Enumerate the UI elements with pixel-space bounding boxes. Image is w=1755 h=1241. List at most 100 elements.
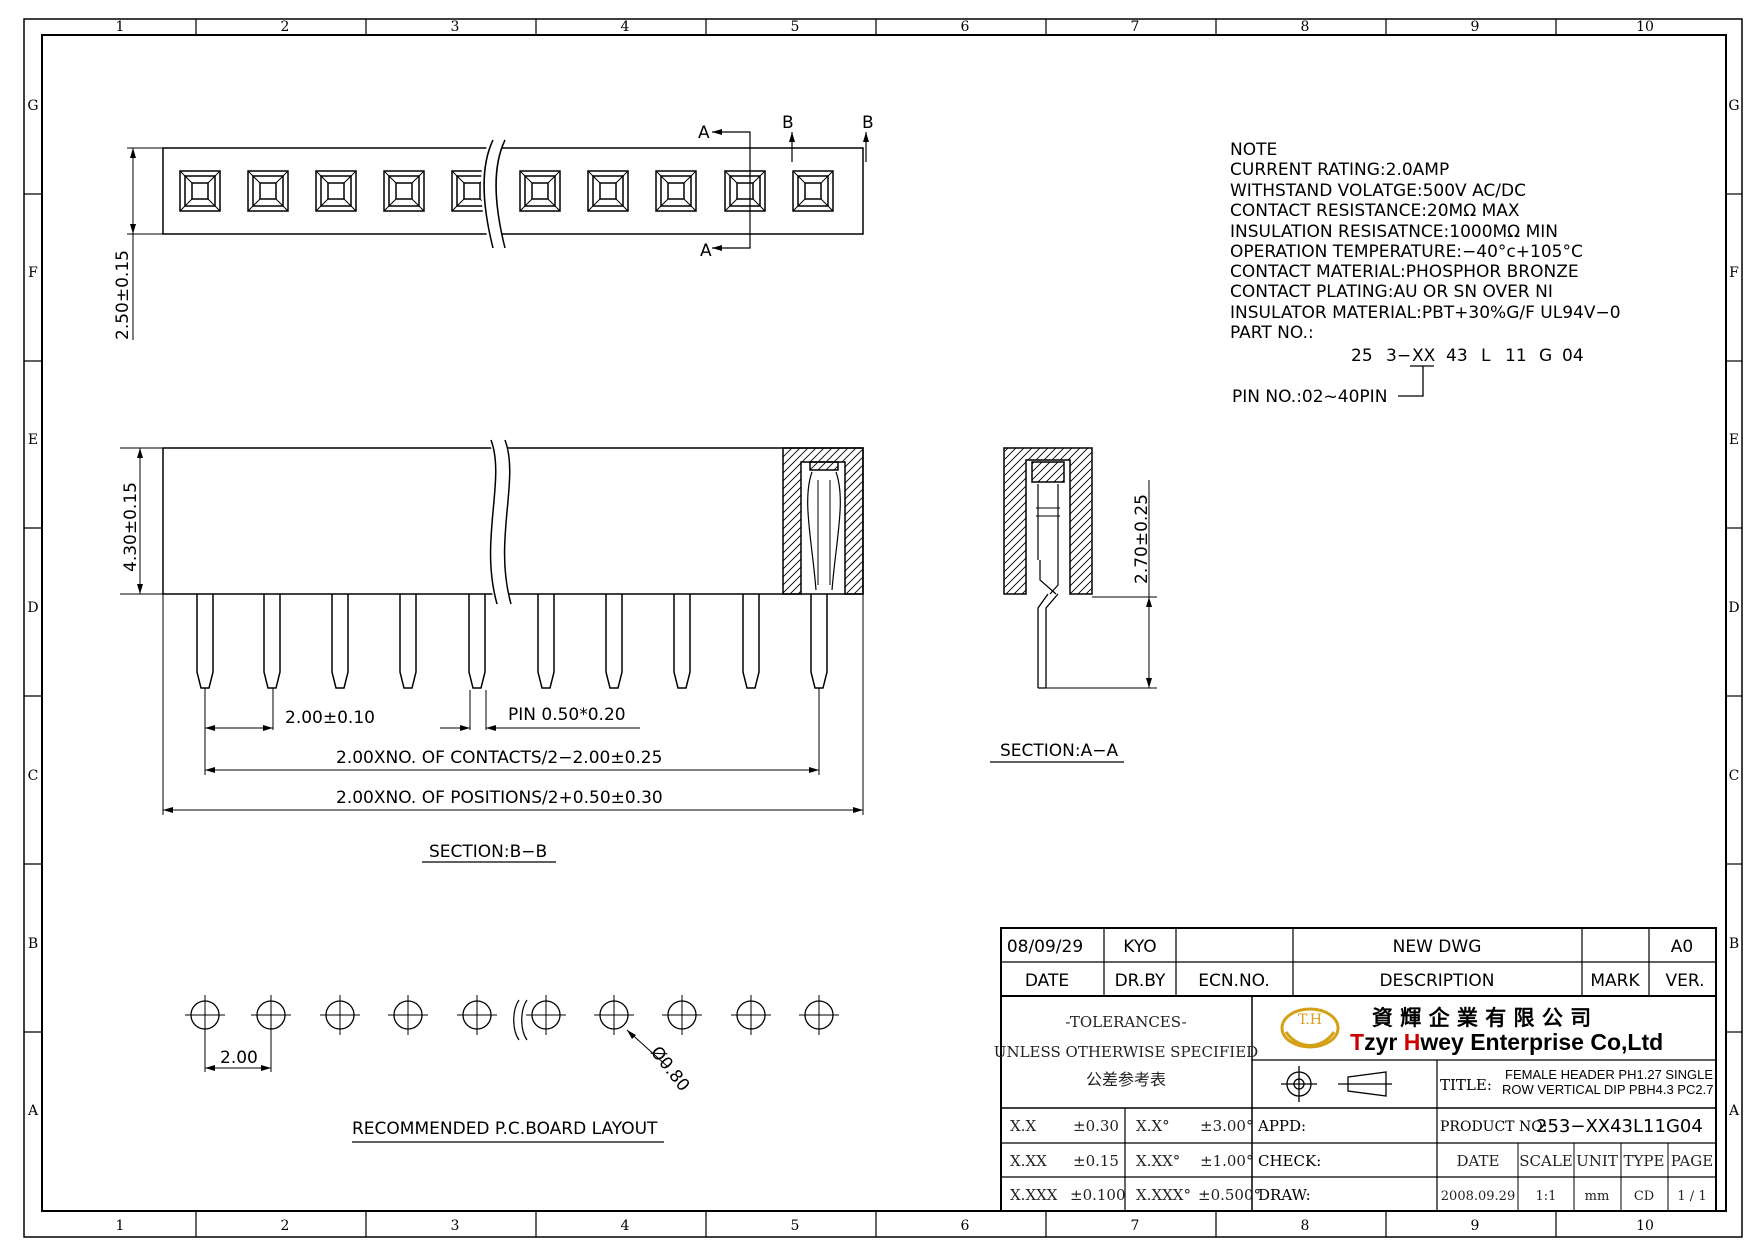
section-bb-label: SECTION:B−B xyxy=(429,842,547,862)
section-b-right-label: B xyxy=(862,113,874,133)
cavity-outer xyxy=(383,170,425,212)
logo-text: T.H xyxy=(1298,1012,1322,1028)
pin xyxy=(468,594,486,689)
pcb-hole xyxy=(388,995,428,1035)
frame-column-label: 6 xyxy=(961,19,970,35)
part-no-segment: 04 xyxy=(1562,346,1584,366)
cavity-chamfer xyxy=(587,170,629,212)
pin xyxy=(263,594,281,689)
frame-row-label: F xyxy=(1729,265,1739,281)
pcb-hole xyxy=(731,995,771,1035)
frame-column-label: 5 xyxy=(791,19,800,35)
pcb-layout-label: RECOMMENDED P.C.BOARD LAYOUT xyxy=(352,1119,658,1139)
cavity xyxy=(315,170,357,212)
company-name-h: H xyxy=(1404,1029,1421,1055)
pin xyxy=(742,594,760,689)
cavity-mid xyxy=(592,175,624,207)
frame-row-label: D xyxy=(27,600,38,616)
frame-row-label: E xyxy=(28,432,38,448)
pin xyxy=(196,594,214,689)
part-no-segment: XX xyxy=(1412,346,1436,366)
frame-row-label: E xyxy=(1729,432,1739,448)
info-date: 2008.09.29 xyxy=(1441,1189,1515,1204)
cavity-mid xyxy=(524,175,556,207)
info-header-date: DATE xyxy=(1457,1152,1500,1170)
tol-angular: X.X° xyxy=(1136,1117,1170,1135)
section-a-bottom-label: A xyxy=(700,241,712,261)
frame-column-label: 10 xyxy=(1636,19,1654,35)
frame-column-label: 7 xyxy=(1131,19,1140,35)
frame-column-label: 1 xyxy=(116,19,125,35)
notes-heading: NOTE xyxy=(1230,140,1277,160)
notes-block: NOTE CURRENT RATING:2.0AMP WITHSTAND VOL… xyxy=(1230,140,1621,407)
pcb-hole xyxy=(594,995,634,1035)
note-line: PART NO.: xyxy=(1230,323,1314,343)
frame-column-label: 8 xyxy=(1301,1218,1310,1234)
pin xyxy=(673,594,691,689)
part-no-segment: 43 xyxy=(1446,346,1468,366)
tol-angular: X.XXX° xyxy=(1136,1186,1191,1204)
info-header-type: TYPE xyxy=(1624,1152,1665,1170)
frame-column-label: 4 xyxy=(621,19,630,35)
frame-row-label: B xyxy=(1729,936,1739,952)
pin xyxy=(331,594,349,689)
cavity-mid xyxy=(729,175,761,207)
pin xyxy=(810,594,828,689)
top-view xyxy=(127,129,869,340)
pitch-dim: 2.00±0.10 xyxy=(285,708,375,728)
frame-row-label: C xyxy=(28,768,39,784)
tolerance-note: UNLESS OTHERWISE SPECIFIED xyxy=(994,1043,1258,1061)
pin xyxy=(537,594,555,689)
note-line: CURRENT RATING:2.0AMP xyxy=(1230,160,1449,180)
title-line-1: FEMALE HEADER PH1.27 SINGLE xyxy=(1505,1067,1713,1082)
frame-column-label: 9 xyxy=(1471,19,1480,35)
cavity-outer xyxy=(247,170,289,212)
part-no-segment: 11 xyxy=(1505,346,1527,366)
cavity xyxy=(519,170,561,212)
cavity-inner xyxy=(531,182,549,200)
tolerance-block: -TOLERANCES- UNLESS OTHERWISE SPECIFIED … xyxy=(994,1013,1261,1204)
title-block xyxy=(1000,927,1717,1212)
pcb-holes xyxy=(185,995,839,1035)
cavity xyxy=(724,170,766,212)
note-line: INSULATOR MATERIAL:PBT+30%G/F UL94V−0 xyxy=(1230,303,1621,323)
header-drawn-by: DR.BY xyxy=(1115,971,1166,991)
cavity-outer xyxy=(179,170,221,212)
header-mark: MARK xyxy=(1590,971,1640,991)
cavity-outer xyxy=(519,170,561,212)
side-height-dim: 4.30±0.15 xyxy=(121,482,141,572)
note-line: CONTACT RESISTANCE:20MΩ MAX xyxy=(1230,201,1520,221)
side-view xyxy=(120,437,864,863)
projection-symbol xyxy=(1281,1066,1392,1102)
cavity-chamfer xyxy=(655,170,697,212)
tol-linear-value: ±0.15 xyxy=(1073,1152,1119,1170)
tol-angular-value: ±3.00° xyxy=(1200,1117,1253,1135)
frame-column-label: 2 xyxy=(281,19,290,35)
tol-angular-value: ±0.500° xyxy=(1198,1186,1261,1204)
draw-label: DRAW: xyxy=(1258,1186,1311,1204)
cavity-chamfer xyxy=(315,170,357,212)
frame-row-label: D xyxy=(1728,600,1739,616)
frame-column-label: 1 xyxy=(116,1218,125,1234)
company-name-t: T xyxy=(1350,1029,1364,1055)
info-page: 1 / 1 xyxy=(1677,1189,1706,1204)
info-header-page: PAGE xyxy=(1671,1152,1713,1170)
frame-row-label: C xyxy=(1729,768,1740,784)
tolerance-heading: -TOLERANCES- xyxy=(1065,1013,1186,1031)
cavity-outer xyxy=(724,170,766,212)
company-name-zyr: zyr xyxy=(1364,1029,1404,1055)
cavity-inner xyxy=(667,182,685,200)
frame-column-label: 2 xyxy=(281,1218,290,1234)
header-date: DATE xyxy=(1025,971,1069,991)
part-no-segment: G xyxy=(1539,346,1552,366)
cavity-inner xyxy=(736,182,754,200)
section-aa-label: SECTION:A−A xyxy=(1000,741,1118,761)
header-description: DESCRIPTION xyxy=(1379,971,1494,991)
cavity-inner xyxy=(463,182,481,200)
frame-row-label: G xyxy=(1728,98,1739,114)
section-aa-view xyxy=(990,447,1157,763)
rev-date: 08/09/29 xyxy=(1007,937,1083,957)
rev-version: A0 xyxy=(1671,937,1693,957)
